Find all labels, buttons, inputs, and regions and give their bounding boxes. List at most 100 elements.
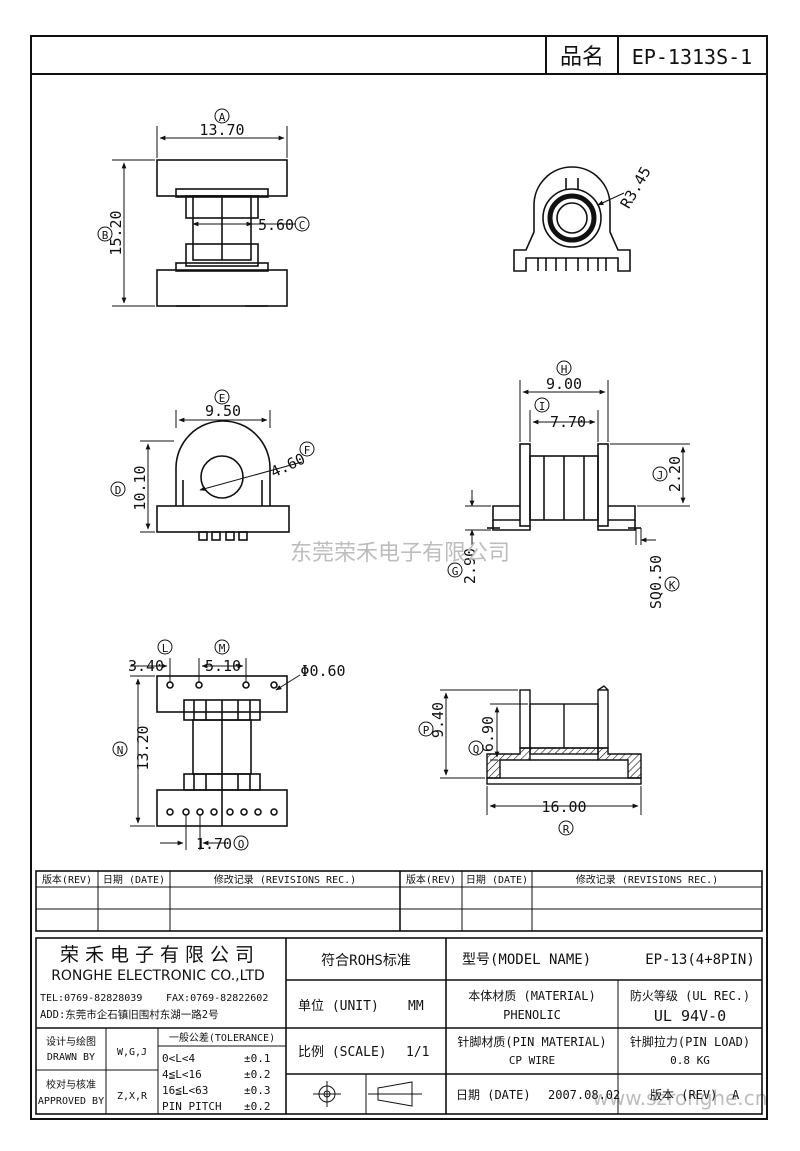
rev-header-date-2: 日期 (DATE) <box>466 874 528 886</box>
dim-n: 13.20 <box>134 725 152 770</box>
company-tel: TEL:0769-82828039 <box>40 993 142 1004</box>
end-view <box>513 166 631 272</box>
company-name-en: RONGHE ELECTRONIC CO.,LTD <box>51 968 265 984</box>
company-fax: FAX:0769-82822602 <box>166 993 268 1004</box>
dim-i: 7.70 <box>550 413 586 431</box>
front-section-view <box>487 443 641 531</box>
cross-section-dims <box>440 689 642 815</box>
callout-q: Q <box>473 743 480 756</box>
tolerance-value-3: ±0.2 <box>244 1100 271 1113</box>
tolerance-value-1: ±0.2 <box>244 1068 271 1081</box>
scale-label: 比例 (SCALE) <box>298 1045 387 1060</box>
pin-load-label: 针脚拉力(PIN LOAD) <box>630 1034 750 1049</box>
pin-material-label: 针脚材质(PIN MATERIAL) <box>457 1034 606 1049</box>
side-view <box>156 420 290 541</box>
cross-section-view <box>486 685 642 785</box>
revision-value: A <box>732 1088 740 1102</box>
dim-a: 13.70 <box>199 121 244 139</box>
designer-name: W,G,J <box>117 1047 147 1058</box>
dim-q: 6.90 <box>479 716 497 752</box>
product-name-label: 品名 <box>560 45 604 70</box>
front-view <box>156 159 288 307</box>
tolerance-range-2: 16≦L<63 <box>162 1084 208 1097</box>
date-label: 日期 (DATE) <box>456 1088 531 1102</box>
model-label: 型号(MODEL NAME) <box>462 952 591 968</box>
tolerance-title: 一般公差(TOLERANCE) <box>169 1031 275 1044</box>
callout-c: C <box>299 219 306 232</box>
rev-header-date: 日期 (DATE) <box>103 874 165 886</box>
dim-k: SQ0.50 <box>647 555 665 609</box>
pin-load-value: 0.8 KG <box>670 1054 710 1067</box>
model-value: EP-13(4+8PIN) <box>645 952 755 968</box>
rev-header-record-2: 修改记录 (REVISIONS REC.) <box>576 873 718 886</box>
approver-label-en: APPROVED BY <box>38 1096 104 1107</box>
dim-c: 5.60 <box>258 216 294 234</box>
callout-e: E <box>219 392 226 405</box>
scale-value: 1/1 <box>406 1045 429 1060</box>
watermark-company: 东莞荣禾电子有限公司 <box>290 541 510 566</box>
dim-b: 15.20 <box>107 210 125 255</box>
rev-header-record: 修改记录 (REVISIONS REC.) <box>214 873 356 886</box>
callout-a: A <box>219 111 226 124</box>
dim-f: 4.60 <box>268 450 308 482</box>
watermark-url: www.szronghe.cn <box>593 1086 768 1110</box>
rev-header-rev: 版本(REV) <box>42 873 92 886</box>
bottom-view-dims <box>130 658 301 850</box>
designer-label-en: DRAWN BY <box>47 1052 95 1063</box>
tolerance-value-2: ±0.3 <box>244 1084 271 1097</box>
ul-rating-label: 防火等级 (UL REC.) <box>630 988 750 1003</box>
dim-e: 9.50 <box>205 402 241 420</box>
callout-m: M <box>219 642 226 655</box>
designer-label-cn: 设计与绘图 <box>46 1035 96 1048</box>
pin-material-value: CP WIRE <box>509 1054 555 1067</box>
dim-j: 2.20 <box>666 456 684 492</box>
callout-j: J <box>657 469 664 482</box>
dim-p: 9.40 <box>429 702 447 738</box>
callout-d: D <box>115 484 122 497</box>
callout-o: O <box>238 838 245 851</box>
company-name-cn: 荣禾电子有限公司 <box>60 944 260 966</box>
callout-b: B <box>102 229 109 242</box>
projection-cone-icon <box>368 1081 422 1107</box>
dim-pin-dia: Φ0.60 <box>300 662 345 680</box>
callout-h: H <box>561 363 568 376</box>
rev-header-rev-2: 版本(REV) <box>406 873 456 886</box>
material-label: 本体材质 (MATERIAL) <box>468 989 595 1003</box>
revision-label: 版本 (REV) <box>650 1088 717 1102</box>
callout-l: L <box>162 642 169 655</box>
tolerance-range-1: 4≦L<16 <box>162 1068 202 1081</box>
approver-name: Z,X,R <box>117 1091 148 1102</box>
tolerance-value-0: ±0.1 <box>244 1052 271 1065</box>
callout-i: I <box>539 400 546 413</box>
side-view-dims <box>140 410 303 533</box>
callout-k: K <box>669 579 676 592</box>
dim-g: 2.90 <box>461 548 479 584</box>
tolerance-range-3: PIN PITCH <box>162 1100 222 1113</box>
projection-symbol-icon <box>313 1081 341 1107</box>
rohs-compliance: 符合ROHS标准 <box>321 953 411 969</box>
callout-n: N <box>117 744 124 757</box>
callout-p: P <box>423 724 430 737</box>
revision-table <box>35 870 763 932</box>
company-address: ADD:东莞市企石镇旧围村东湖一路2号 <box>40 1008 219 1021</box>
front-view-dims <box>112 126 296 307</box>
bottom-view <box>156 675 288 827</box>
outer-frame <box>30 35 768 1120</box>
dim-h: 9.00 <box>546 375 582 393</box>
callout-g: G <box>452 565 459 578</box>
ul-rating-value: UL 94V-0 <box>654 1007 726 1025</box>
dim-m: 5.10 <box>205 657 241 675</box>
approver-label-cn: 校对与核准 <box>46 1078 96 1091</box>
dim-r: 16.00 <box>541 798 586 816</box>
front-section-dims <box>465 380 690 546</box>
date-value: 2007.08.02 <box>548 1088 620 1102</box>
dim-l: 3.40 <box>128 657 164 675</box>
material-value: PHENOLIC <box>503 1008 561 1022</box>
tolerance-range-0: 0<L<4 <box>162 1052 195 1065</box>
dim-o: 1.70 <box>196 835 232 853</box>
title-block <box>35 937 763 1115</box>
callout-r: R <box>563 823 570 836</box>
dim-radius: R3.45 <box>617 163 655 211</box>
callout-f: F <box>304 444 311 457</box>
